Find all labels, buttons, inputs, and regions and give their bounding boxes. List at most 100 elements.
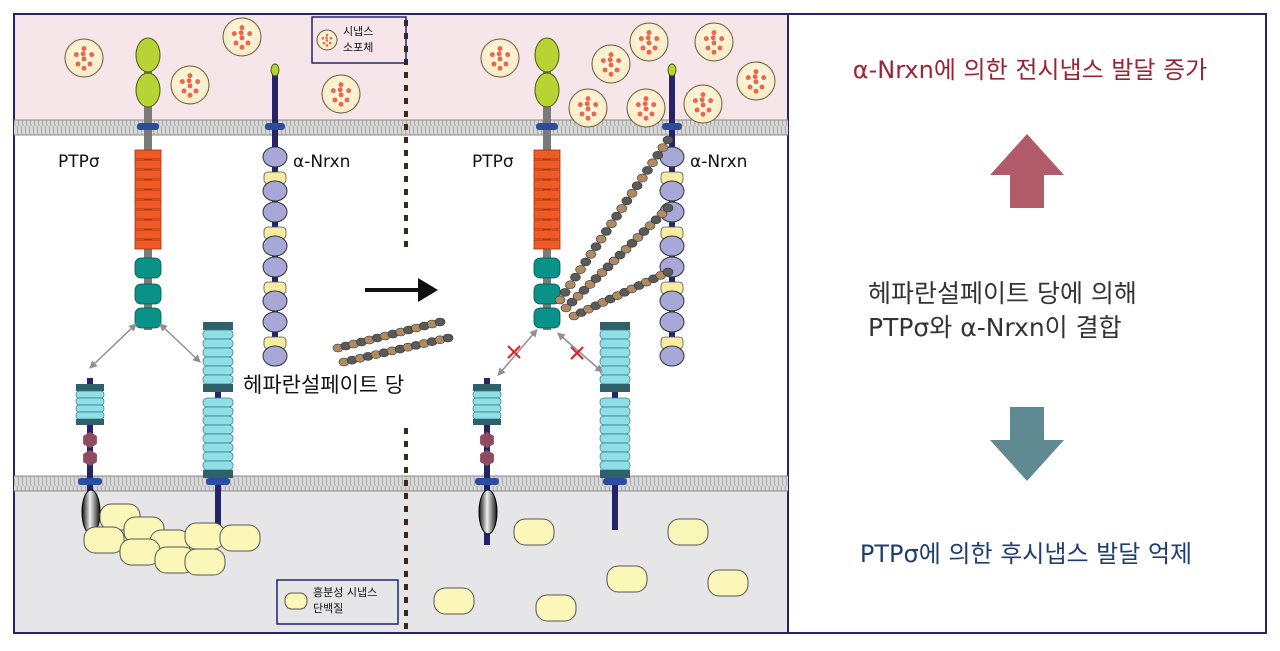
vesicle-dot: [187, 83, 193, 89]
heparan-sulfate-chain: [560, 203, 674, 313]
receptor-cap: [473, 384, 501, 391]
vesicle-dot: [646, 49, 652, 55]
synaptic-vesicle: [222, 17, 262, 57]
vesicle-dot: [89, 52, 95, 58]
synaptic-vesicle: [736, 61, 776, 101]
ptp-fn3-domain: [533, 149, 561, 160]
ptp-fn3-domain: [533, 229, 561, 240]
scaffold-legend-line1: 흥분성 시냅스: [313, 585, 377, 599]
vesicle-dot: [497, 65, 503, 71]
sugar-bead: [585, 249, 597, 259]
interaction-arrow: [159, 323, 201, 363]
vesicle-dot: [238, 30, 244, 36]
vesicle-dot: [753, 69, 759, 75]
nrxn-lns-domain: [262, 290, 288, 312]
blocked-interaction-arrow: [497, 328, 538, 377]
receptor-band: [76, 419, 104, 425]
vesicle-dot: [646, 40, 652, 46]
vesicle-dot: [322, 41, 326, 45]
ptp-sigma-protein: [533, 37, 561, 330]
vesicle-dot: [649, 111, 655, 117]
vesicle-dot: [753, 79, 759, 85]
nrxn-tip: [270, 63, 280, 77]
hexagon-domain: [83, 450, 97, 466]
hexagon-domain: [83, 432, 97, 448]
synaptic-vesicle: [629, 22, 669, 62]
vesicle-dot: [233, 40, 239, 46]
ptp-fn3-domain: [134, 169, 162, 180]
scaffold-protein: [83, 526, 125, 554]
ptp-ig-domain: [533, 307, 561, 329]
sugar-bead: [636, 173, 648, 183]
receptor-repeat: [599, 460, 631, 471]
sugar-bead: [656, 209, 668, 219]
vesicle-dot: [81, 46, 87, 52]
vesicle-dot: [584, 101, 590, 107]
membrane-band: [14, 476, 788, 491]
vesicle-dot: [505, 52, 511, 58]
receptor-membrane-anchor: [78, 478, 102, 485]
ptp-fn3-domain: [533, 239, 561, 250]
vesicle-dot: [577, 102, 583, 108]
vesicle-dot: [600, 58, 606, 64]
receptor-repeat: [202, 338, 234, 349]
ptp-fn3-domain: [134, 159, 162, 170]
vesicle-dot: [239, 44, 245, 50]
ptp-fn3-domain: [134, 149, 162, 160]
receptor-repeat: [202, 442, 234, 453]
ptp-fn3-domain: [134, 189, 162, 200]
scaffold-legend-line2: 단백질: [313, 602, 343, 615]
ptp-membrane-anchor: [137, 123, 159, 130]
nrxn-lns-domain: [262, 180, 288, 202]
receptor-repeat: [75, 404, 105, 413]
synaptic-vesicle: [683, 84, 723, 124]
vesicle-legend-line2: 소포체: [343, 41, 373, 54]
scaffold-protein: [535, 594, 577, 622]
ptp-fn3-domain: [533, 219, 561, 230]
sugar-bead: [596, 268, 608, 278]
sugar-bead: [657, 143, 669, 152]
ptp-label-left: PTPσ: [58, 152, 100, 172]
ptp-fn3-domain: [533, 169, 561, 180]
outer-frame: [13, 13, 1267, 634]
sugar-bead: [566, 297, 578, 307]
ptp-ig-domain: [134, 283, 162, 305]
vesicle-legend-line1: 시냅스: [343, 25, 373, 38]
sugar-bead: [606, 219, 617, 229]
receptor-repeat: [599, 442, 631, 453]
vesicle-dot: [187, 73, 193, 79]
vesicle-dot: [239, 35, 245, 41]
vesicle-dot: [496, 51, 502, 57]
receptor-repeat: [202, 365, 234, 376]
vesicle-dot: [700, 102, 706, 108]
synaptic-vesicle: [64, 38, 104, 78]
vesicle-dot: [700, 111, 706, 117]
vesicle-dot: [711, 40, 717, 46]
ptp-ig-domain: [134, 307, 162, 329]
vesicle-dot: [321, 36, 325, 40]
vesicle-dot: [338, 101, 344, 107]
nrxn-membrane-anchor: [265, 123, 285, 130]
ptp-fn3-domain: [533, 199, 561, 210]
vesicle-dot: [75, 61, 81, 67]
ptp-fn3-domain: [533, 209, 561, 220]
ptp-ig-domain: [134, 257, 162, 279]
vesicle-dot: [711, 49, 717, 55]
ptp-membrane-anchor: [536, 123, 558, 130]
vesicle-dot: [643, 96, 649, 102]
receptor-repeat: [202, 356, 234, 367]
ptp-sigma-protein: [134, 37, 162, 330]
receptor-repeat: [599, 356, 631, 367]
sugar-bead: [590, 274, 602, 283]
nrxn-lns-domain: [262, 345, 288, 367]
vesicle-dot: [705, 45, 711, 51]
receptor-repeat: [202, 433, 234, 444]
vesicle-dot: [640, 45, 646, 51]
receptor-repeat: [202, 397, 234, 408]
vesicle-dot: [503, 61, 509, 67]
vesicle-dot: [497, 56, 503, 62]
ptp-fn3-domain: [134, 219, 162, 230]
sugar-bead: [442, 333, 454, 343]
text-layer: PTPσ α-Nrxn PTPσ α-Nrxn 헤파란설페이트 당 시냅스 소포…: [58, 25, 1207, 615]
